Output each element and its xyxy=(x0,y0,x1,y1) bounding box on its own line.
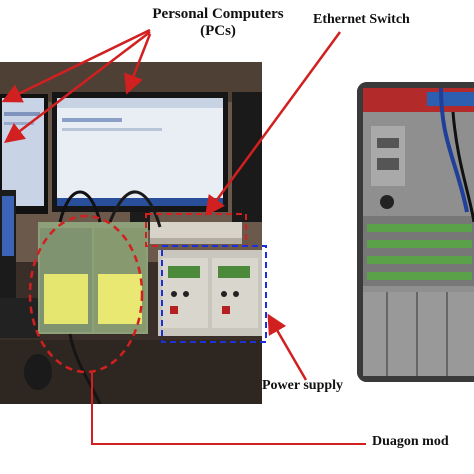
ethernet-switch-label: Ethernet Switch xyxy=(313,12,410,27)
power-supply-arrow xyxy=(267,313,308,381)
personal-computers-label: Personal Computers (PCs) xyxy=(128,6,308,40)
pcs-label-line1: Personal Computers xyxy=(152,6,284,22)
pcs-label-line2: (PCs) xyxy=(200,23,236,39)
lab-setup-drawing xyxy=(0,62,262,404)
duagon-rack-photo xyxy=(357,82,474,382)
power-supply-label: Power supply xyxy=(262,378,344,393)
duagon-rack-drawing xyxy=(357,82,474,382)
lab-setup-photo xyxy=(0,62,262,404)
duagon-module-label: Duagon mod xyxy=(372,434,449,449)
